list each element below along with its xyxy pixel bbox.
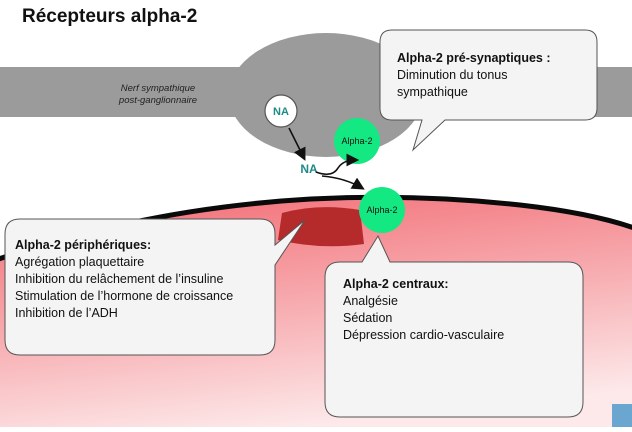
callout-peripheral-line: Inhibition du relâchement de l’insuline bbox=[15, 272, 224, 286]
postsynaptic-receptor bbox=[359, 187, 405, 233]
callout-peripheral-line: Agrégation plaquettaire bbox=[15, 255, 145, 269]
nerve-label-line2: post-ganglionnaire bbox=[118, 95, 198, 106]
callout-peripheral-line: Stimulation de l’hormone de croissance bbox=[15, 289, 234, 303]
feedback-arrow bbox=[315, 153, 360, 176]
presynaptic-receptor-label: Alpha-2 bbox=[341, 136, 372, 146]
release-arrow bbox=[288, 127, 306, 161]
na-vesicle-label: NA bbox=[273, 106, 289, 118]
receptor-zone bbox=[278, 207, 364, 247]
callout-peripheral-head: Alpha-2 périphériques: bbox=[15, 238, 152, 252]
callout-central: Alpha-2 centraux: Analgésie Sédation Dép… bbox=[343, 276, 504, 344]
callout-peripheral-bubble bbox=[4, 218, 306, 356]
presynaptic-receptor bbox=[334, 118, 380, 164]
callout-central-head: Alpha-2 centraux: bbox=[343, 277, 449, 291]
callout-presynaptic-bubble bbox=[379, 29, 598, 152]
slide-corner-decoration bbox=[612, 404, 632, 427]
callout-peripheral: Alpha-2 périphériques: Agrégation plaque… bbox=[15, 237, 233, 322]
callout-presynaptic-head: Alpha-2 pré-synaptiques : bbox=[397, 51, 551, 65]
na-vesicle bbox=[264, 94, 298, 128]
callout-central-line: Analgésie bbox=[343, 294, 398, 308]
na-released-label: NA bbox=[300, 162, 318, 176]
callout-central-line: Dépression cardio-vasculaire bbox=[343, 328, 505, 342]
callout-central-line: Sédation bbox=[343, 311, 393, 325]
binding-arrow bbox=[321, 175, 365, 190]
callout-central-bubble bbox=[324, 234, 584, 418]
callout-presynaptic: Alpha-2 pré-synaptiques : Diminution du … bbox=[397, 50, 551, 101]
nerve-label-line1: Nerf sympathique bbox=[120, 83, 196, 94]
callout-presynaptic-line: Diminution du tonus bbox=[397, 68, 508, 82]
page-title: Récepteurs alpha-2 bbox=[22, 6, 198, 27]
nerve-label: Nerf sympathique post-ganglionnaire bbox=[103, 83, 213, 107]
callout-presynaptic-line: sympathique bbox=[397, 85, 468, 99]
callout-peripheral-line: Inhibition de l’ADH bbox=[15, 306, 118, 320]
postsynaptic-receptor-label: Alpha-2 bbox=[366, 205, 397, 215]
